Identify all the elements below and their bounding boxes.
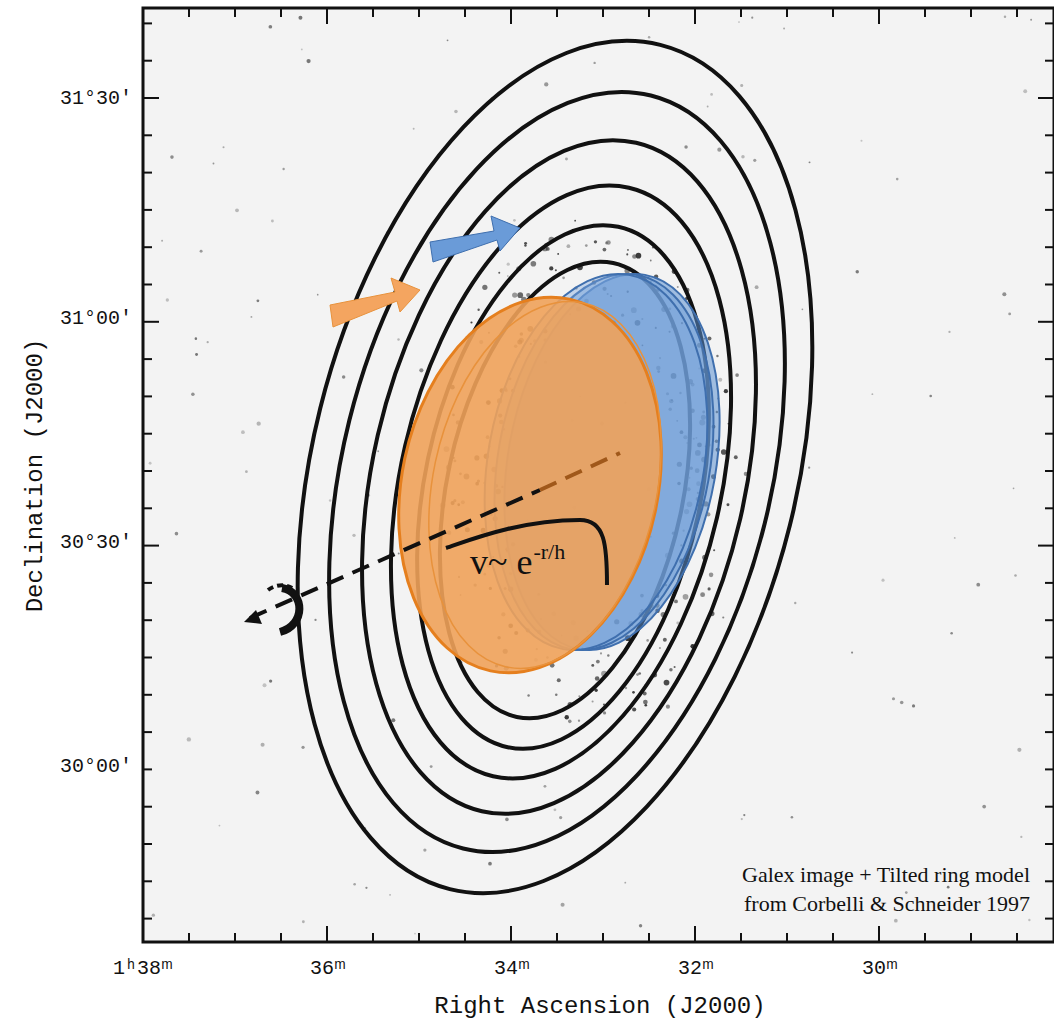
tick-label: 36ᵐ — [310, 957, 346, 980]
tick-label: 30°00′ — [60, 755, 132, 778]
axis-title: Right Ascension (J2000) — [434, 993, 765, 1020]
tick-label: 31°30′ — [60, 87, 132, 110]
tick-label: 32ᵐ — [678, 957, 714, 980]
sky-image — [143, 8, 1054, 942]
tick-label: 30ᵐ — [862, 957, 898, 980]
tilted-rings — [215, 0, 895, 948]
tick-label: 31°00′ — [60, 307, 132, 330]
tick-label: 30°30′ — [60, 531, 132, 554]
rotation-axis — [244, 453, 620, 632]
formula: v~ e — [470, 541, 532, 583]
credit-note: Galex image + Tilted ring model from Cor… — [700, 861, 1030, 918]
formula-exponent: -r/h — [533, 539, 565, 565]
plot-frame — [143, 8, 1054, 942]
velocity-profile — [446, 520, 607, 585]
tick-label: 1ʰ38ᵐ — [113, 957, 173, 980]
axis-title: Declination (J2000) — [23, 338, 50, 612]
axis-ticks — [143, 8, 1054, 942]
tick-label: 34ᵐ — [494, 957, 530, 980]
direction-arrows — [330, 216, 520, 327]
galaxy-speckle — [149, 15, 1032, 934]
orange-disk — [365, 273, 694, 698]
